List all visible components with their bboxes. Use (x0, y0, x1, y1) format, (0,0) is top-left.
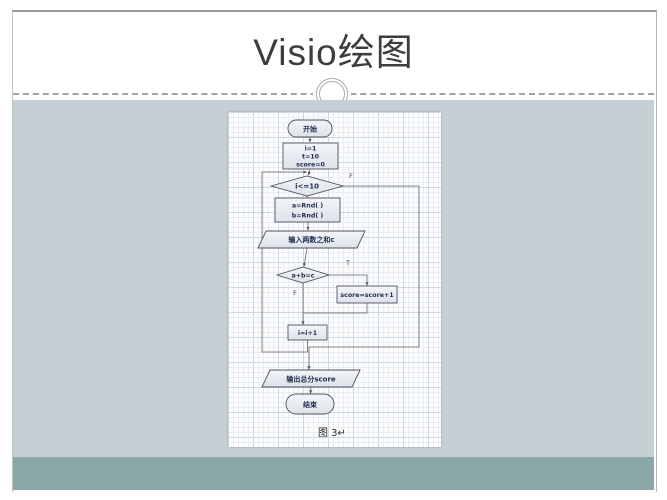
loop-cond-false-label: F (349, 172, 353, 180)
flowchart-svg: 开始 i=1 t=10 score=0 i<=10 F T a=Rnd( ) b… (257, 119, 420, 439)
process-add-score-label: score=score+1 (340, 292, 393, 299)
connector-check-true-to-addscore (329, 274, 369, 286)
connector-output-to-end (309, 386, 313, 394)
process-increment-label: i=i+1 (298, 330, 317, 337)
decision-check-sum-label: a+b=c (291, 273, 314, 280)
check-sum-false-label: F (293, 289, 297, 297)
io-input-sum (257, 230, 366, 249)
connector-init-to-loopcond (307, 168, 311, 176)
process-init (282, 142, 339, 170)
terminator-end (285, 393, 335, 415)
terminator-end-label: 结束 (302, 400, 318, 409)
process-init-line3: score=0 (296, 162, 325, 169)
io-output-score (261, 369, 361, 388)
process-init-line2: t=10 (302, 154, 320, 161)
process-random (274, 197, 341, 223)
connector-loopcond-false-to-output (307, 185, 420, 370)
terminator-start (287, 119, 333, 138)
connector-input-to-check (302, 247, 308, 267)
flowchart-image: 开始 i=1 t=10 score=0 i<=10 F T a=Rnd( ) b… (228, 112, 441, 447)
connector-addscore-merge (303, 303, 368, 314)
io-input-sum-label: 输入两数之和c (288, 235, 334, 244)
bottom-accent-band (13, 457, 654, 490)
connector-increment-loop-back (261, 170, 308, 353)
process-increment (287, 324, 328, 341)
process-random-line2: b=Rnd( ) (292, 213, 324, 220)
process-init-line1: i=1 (305, 146, 317, 153)
figure-caption: 图 3↵ (318, 427, 346, 439)
decision-loop-cond (269, 175, 345, 197)
slide-title: Visio绘图 (253, 32, 414, 73)
check-sum-true-label: T (345, 259, 350, 267)
decision-loop-cond-label: i<=10 (295, 183, 319, 191)
terminator-start-label: 开始 (303, 125, 317, 134)
process-random-line1: a=Rnd( ) (292, 203, 323, 210)
decision-check-sum (275, 266, 331, 284)
process-add-score (336, 285, 398, 304)
io-output-score-label: 输出总分score (286, 375, 336, 384)
